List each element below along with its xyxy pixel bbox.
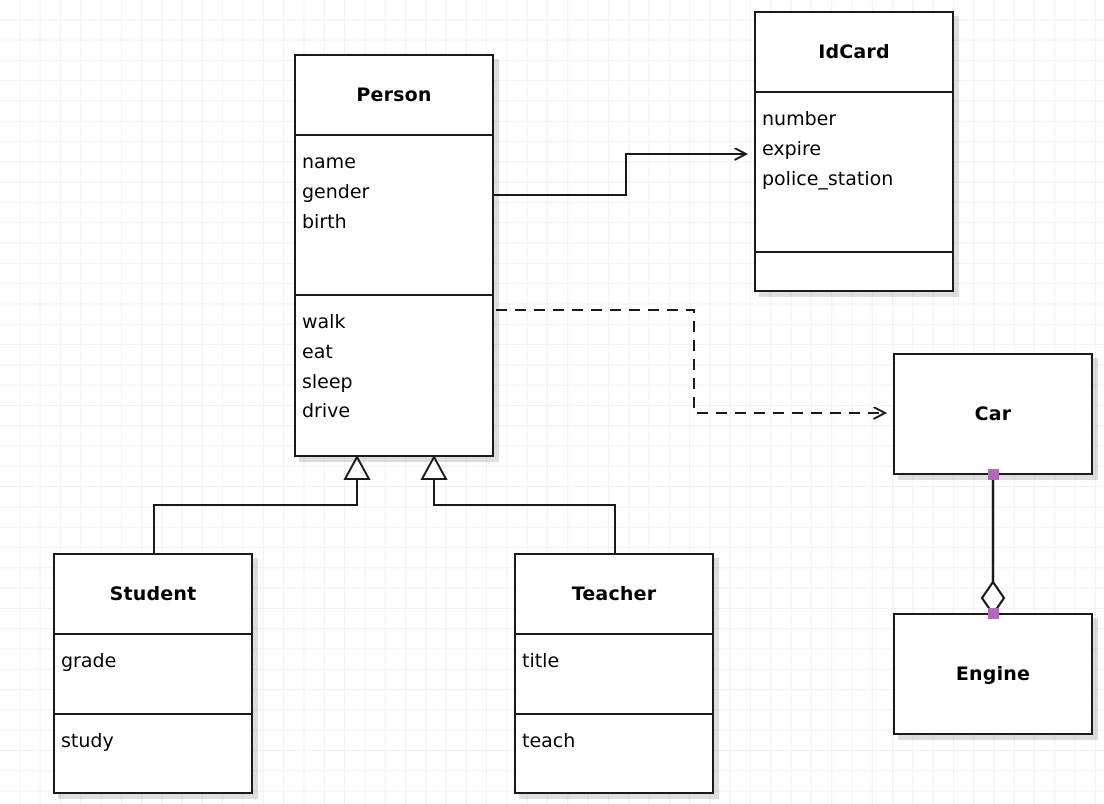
class-name-label: Teacher xyxy=(571,583,657,605)
class-box-idcard[interactable]: IdCard number expire police_station xyxy=(754,11,954,292)
class-attributes-person: name gender birth xyxy=(296,134,492,294)
attribute-item: birth xyxy=(302,210,347,233)
operation-item: drive xyxy=(302,400,351,423)
attribute-item: title xyxy=(522,650,560,672)
class-title-student: Student xyxy=(55,555,251,633)
class-name-label: Car xyxy=(974,403,1012,425)
attribute-item: name xyxy=(302,151,356,173)
attribute-item: police_station xyxy=(762,167,894,190)
attribute-item: number xyxy=(762,108,837,130)
edge-aggregation-car-engine[interactable] xyxy=(980,475,1006,616)
connection-handle-engine-top[interactable] xyxy=(988,608,999,619)
class-box-teacher[interactable]: Teacher title teach xyxy=(514,553,714,794)
class-operations-student: study xyxy=(55,713,251,792)
edge-generalization-student-person[interactable] xyxy=(153,454,371,553)
attribute-item: expire xyxy=(762,137,822,160)
class-operations-teacher: teach xyxy=(516,713,712,792)
class-title-teacher: Teacher xyxy=(516,555,712,633)
class-box-car[interactable]: Car xyxy=(893,353,1093,475)
class-attributes-idcard: number expire police_station xyxy=(756,91,952,251)
class-name-label: IdCard xyxy=(818,41,890,63)
class-title-idcard: IdCard xyxy=(756,13,952,91)
class-title-engine: Engine xyxy=(895,615,1091,733)
class-attributes-student: grade xyxy=(55,633,251,713)
edge-generalization-teacher-person[interactable] xyxy=(420,454,616,553)
attribute-item: grade xyxy=(61,650,117,672)
class-name-label: Student xyxy=(109,583,197,605)
class-operations-idcard xyxy=(756,251,952,290)
class-box-student[interactable]: Student grade study xyxy=(53,553,253,794)
edge-dependency-person-car[interactable] xyxy=(496,309,885,413)
operation-item: sleep xyxy=(302,370,353,393)
class-box-person[interactable]: Person name gender birth walk eat sleep … xyxy=(294,54,494,457)
edge-association-person-idcard[interactable] xyxy=(494,154,746,196)
operation-item: walk xyxy=(302,311,346,333)
class-box-engine[interactable]: Engine xyxy=(893,613,1093,735)
class-name-label: Person xyxy=(356,84,432,106)
attribute-item: gender xyxy=(302,180,370,203)
class-title-car: Car xyxy=(895,355,1091,473)
operation-item: study xyxy=(61,730,114,752)
class-operations-person: walk eat sleep drive xyxy=(296,294,492,455)
class-title-person: Person xyxy=(296,56,492,134)
connection-handle-car-bottom[interactable] xyxy=(988,469,999,480)
class-name-label: Engine xyxy=(955,663,1031,685)
operation-item: eat xyxy=(302,340,333,363)
class-attributes-teacher: title xyxy=(516,633,712,713)
operation-item: teach xyxy=(522,730,576,752)
